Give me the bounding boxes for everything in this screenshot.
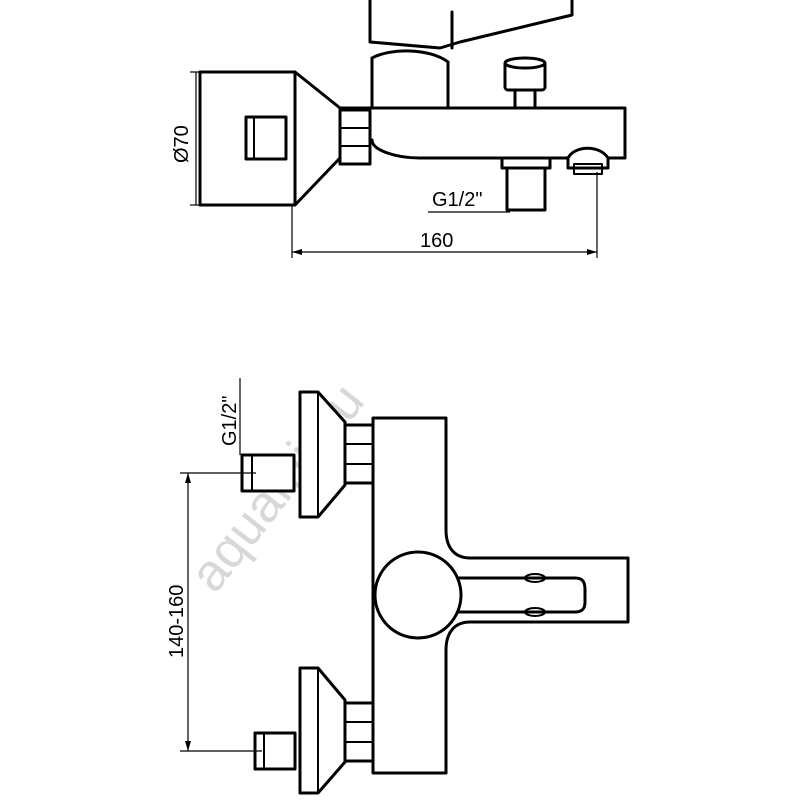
hex-nut [338, 108, 372, 166]
thread-dimension-top: G1/2" [428, 189, 510, 213]
shower-outlet [500, 156, 552, 212]
thread-label-top: G1/2" [432, 189, 482, 211]
cartridge-body [370, 49, 450, 110]
lower-nut [343, 701, 375, 763]
spacing-dimension: 140-160 [166, 472, 262, 752]
lever-handle [368, 0, 574, 50]
diameter-dimension: Ø70 [171, 71, 200, 206]
width-dimension: 160 [291, 172, 598, 258]
spout-aerator [566, 146, 610, 175]
lever-arm [456, 576, 587, 614]
spacing-label: 140-160 [166, 585, 188, 658]
thread-label-front: G1/2" [219, 396, 241, 446]
mixer-body [371, 416, 630, 775]
lever-hub [373, 550, 463, 640]
diameter-label: Ø70 [171, 125, 193, 163]
front-view: G1/2" 140-160 [166, 378, 630, 795]
inlet-stub [244, 115, 288, 161]
top-view: Ø70 G1/2" 160 [171, 0, 627, 258]
diverter-knob [503, 56, 547, 110]
width-label: 160 [420, 230, 453, 252]
lower-escutcheon [298, 666, 347, 795]
upper-nut [343, 423, 375, 485]
thread-dimension-front: G1/2" [219, 378, 241, 455]
